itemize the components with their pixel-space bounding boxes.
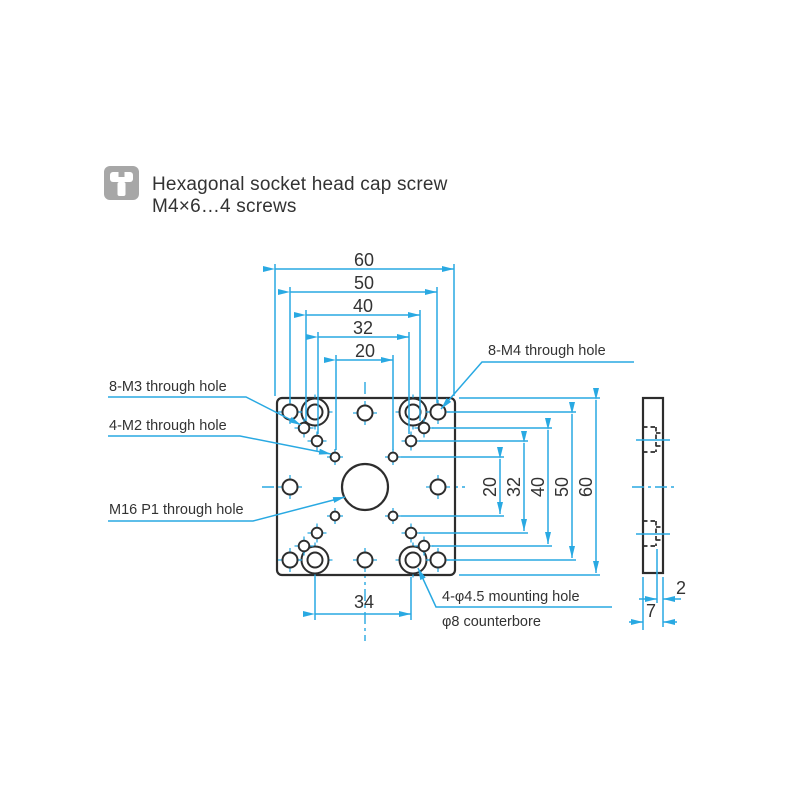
screw-shank xyxy=(117,182,126,196)
side-centerlines xyxy=(632,439,674,535)
label-m4: 8-M4 through hole xyxy=(488,343,606,359)
top-dimension-lines xyxy=(263,264,455,450)
bottom-dimension: 34 xyxy=(303,577,412,620)
dim-bottom-34: 34 xyxy=(354,592,374,612)
label-m16: M16 P1 through hole xyxy=(109,502,244,518)
label-counterbore: φ8 counterbore xyxy=(442,614,541,630)
dim-top-60: 60 xyxy=(354,250,374,270)
label-m2: 4-M2 through hole xyxy=(109,418,227,434)
screw-slot xyxy=(118,172,125,177)
dim-side-7: 7 xyxy=(646,601,656,621)
side-plate-outline xyxy=(641,396,665,575)
label-m3: 8-M3 through hole xyxy=(109,379,227,395)
dim-right-50: 50 xyxy=(552,477,572,497)
hidden-counterbore-top xyxy=(643,426,663,453)
screw-icon xyxy=(104,166,139,200)
hidden-counterbore-bottom xyxy=(643,520,663,547)
dim-top-40: 40 xyxy=(353,296,373,316)
header-title-line1: Hexagonal socket head cap screw xyxy=(152,174,448,195)
dim-top-20: 20 xyxy=(355,341,375,361)
label-mounting-hole: 4-φ4.5 mounting hole xyxy=(442,589,580,605)
dim-top-50: 50 xyxy=(354,273,374,293)
top-dimension-texts: 60 50 40 32 20 xyxy=(353,250,375,361)
header-title-line2: M4×6…4 screws xyxy=(152,196,297,217)
dim-right-60: 60 xyxy=(576,477,596,497)
m16-center-hole xyxy=(340,462,390,512)
right-dimension-texts: 20 32 40 50 60 xyxy=(480,477,596,497)
dim-top-32: 32 xyxy=(353,318,373,338)
front-view: 60 50 40 32 20 20 32 40 50 60 xyxy=(108,250,634,641)
right-dimension-lines xyxy=(401,388,600,576)
header: Hexagonal socket head cap screw M4×6…4 s… xyxy=(104,166,448,217)
dim-right-40: 40 xyxy=(528,477,548,497)
dim-right-32: 32 xyxy=(504,477,524,497)
callouts: 8-M3 through hole 4-M2 through hole M16 … xyxy=(108,343,634,630)
side-view: 2 7 xyxy=(629,396,686,630)
dim-right-20: 20 xyxy=(480,477,500,497)
side-dimensions: 2 7 xyxy=(629,549,686,630)
dim-side-2: 2 xyxy=(676,578,686,598)
